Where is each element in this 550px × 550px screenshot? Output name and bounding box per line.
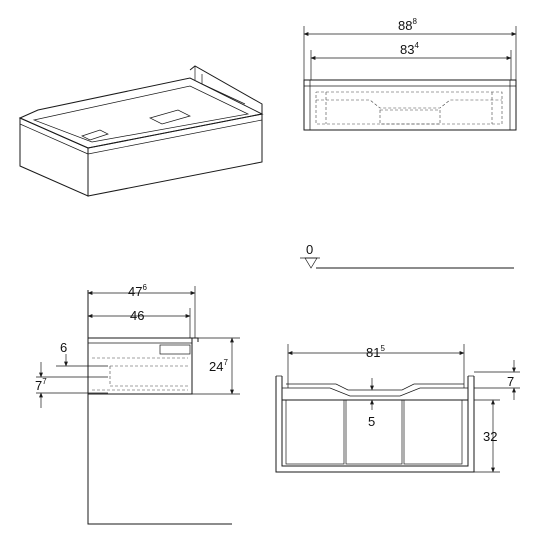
- dim-side-offset-top: 6: [60, 340, 67, 355]
- dim-side-depth-overall: 476: [128, 283, 147, 299]
- datum-label: 0: [306, 242, 313, 257]
- isometric-view: [18, 65, 264, 197]
- dim-side-depth: 46: [130, 308, 144, 323]
- dim-front-drawer: 32: [483, 429, 497, 444]
- dim-top-overall: 888: [398, 17, 417, 33]
- dim-front-top: 7: [507, 374, 514, 389]
- dim-side-height: 247: [209, 358, 228, 374]
- front-view: 815 5 7 32: [275, 344, 520, 473]
- dim-front-gap: 5: [368, 414, 375, 429]
- dim-side-offset-low: 77: [35, 377, 47, 393]
- dim-top-inner: 834: [400, 41, 419, 57]
- top-view: 888 834: [303, 17, 517, 131]
- side-view: 476 46 247 6 77: [35, 283, 240, 525]
- dim-front-width: 815: [366, 344, 385, 360]
- datum-reference: 0: [300, 242, 514, 269]
